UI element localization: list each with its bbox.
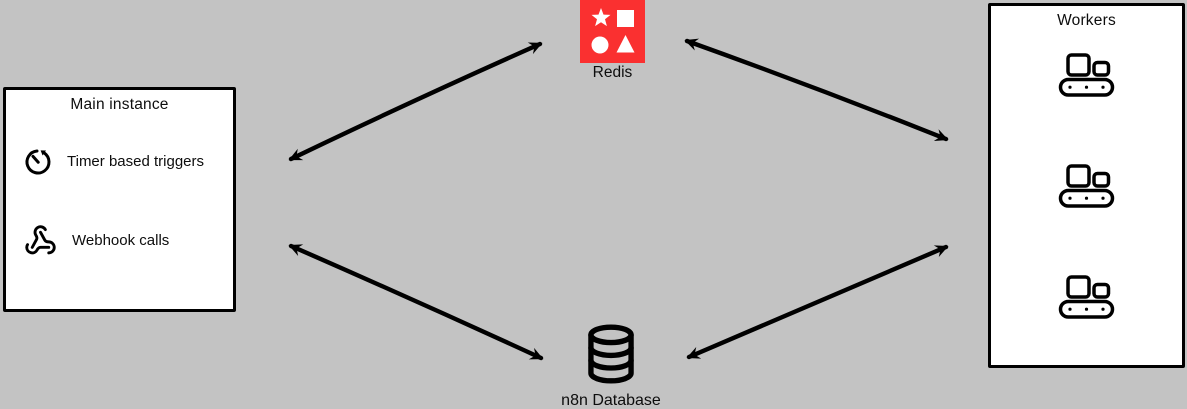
redis-label: Redis xyxy=(592,64,633,81)
redis-icon xyxy=(580,0,645,63)
conveyor-belt-icon xyxy=(1058,275,1115,324)
webhook-label: Webhook calls xyxy=(72,232,170,249)
node-main-instance: Main instance Timer based triggers Webho… xyxy=(3,87,236,312)
timer-icon xyxy=(22,145,54,177)
arrow-database-workers xyxy=(686,244,949,360)
database-label: n8n Database xyxy=(561,392,661,409)
timer-label: Timer based triggers xyxy=(67,152,204,170)
node-workers: Workers xyxy=(988,3,1185,368)
conveyor-belt-icon xyxy=(1058,53,1115,102)
workers-icon-list xyxy=(991,53,1182,324)
arrow-main-database xyxy=(288,243,544,361)
webhook-icon xyxy=(22,224,59,257)
node-redis: Redis xyxy=(555,0,670,82)
main-instance-title: Main instance xyxy=(70,96,169,113)
arrow-redis-workers xyxy=(684,38,949,142)
conveyor-belt-icon xyxy=(1058,164,1115,213)
main-instance-item-webhook: Webhook calls xyxy=(22,224,169,257)
node-database: n8n Database xyxy=(536,322,686,409)
arrow-main-redis xyxy=(288,41,543,162)
database-icon xyxy=(583,322,639,386)
workers-title: Workers xyxy=(1057,12,1116,29)
main-instance-item-timer: Timer based triggers xyxy=(22,145,204,177)
